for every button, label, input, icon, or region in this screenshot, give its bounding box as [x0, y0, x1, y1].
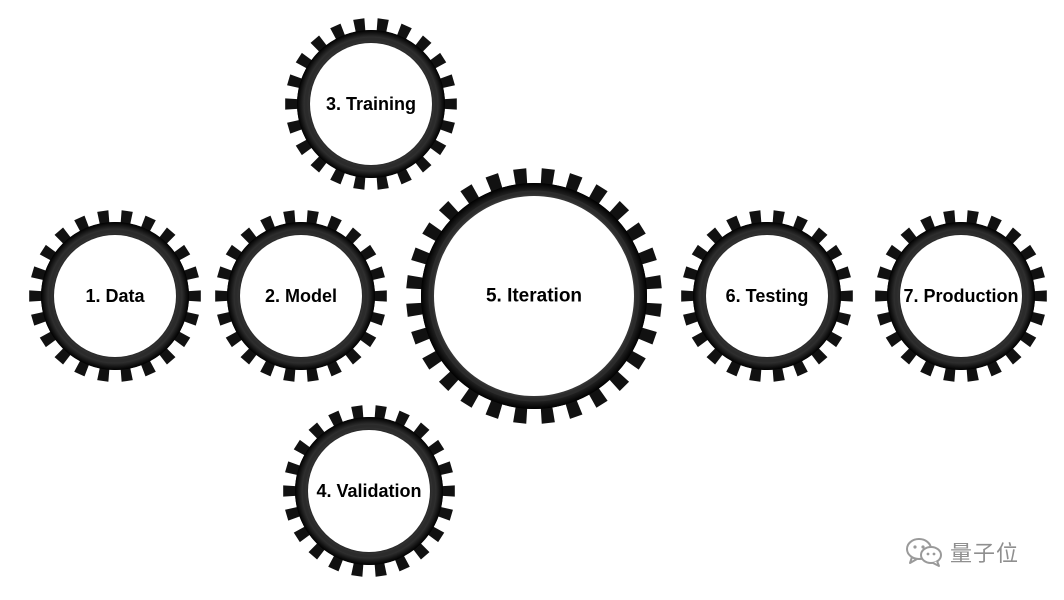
- gear-inner-ring: [48, 229, 182, 363]
- gear-inner-ring: [428, 190, 640, 402]
- gear-validation: 4. Validation: [283, 405, 455, 577]
- gear-face: [310, 43, 432, 165]
- gear-face: [900, 235, 1022, 357]
- gear-face: [54, 235, 176, 357]
- wechat-icon: [906, 538, 942, 567]
- gear-label-production: 7. Production: [903, 286, 1018, 306]
- gear-face: [240, 235, 362, 357]
- gear-training: 3. Training: [285, 18, 457, 190]
- gear-label-testing: 6. Testing: [726, 286, 809, 306]
- gear-face: [706, 235, 828, 357]
- gear-data: 1. Data: [29, 210, 201, 382]
- gear-label-iteration: 5. Iteration: [486, 286, 582, 307]
- gear-label-data: 1. Data: [85, 286, 145, 306]
- gear-inner-ring: [302, 424, 436, 558]
- watermark-text: 量子位: [950, 542, 1020, 567]
- gear-production: 7. Production: [875, 210, 1047, 382]
- gear-label-model: 2. Model: [265, 286, 337, 306]
- gear-face: [308, 430, 430, 552]
- gear-model: 2. Model: [215, 210, 387, 382]
- gear-inner-ring: [304, 37, 438, 171]
- gear-inner-ring: [234, 229, 368, 363]
- gear-face: [434, 196, 634, 396]
- gear-label-validation: 4. Validation: [316, 481, 421, 501]
- gear-label-training: 3. Training: [326, 94, 416, 114]
- gear-inner-ring: [700, 229, 834, 363]
- gear-inner-ring: [894, 229, 1028, 363]
- watermark: 量子位: [904, 534, 1019, 570]
- gear-testing: 6. Testing: [681, 210, 853, 382]
- gear-iteration: 5. Iteration: [406, 168, 662, 424]
